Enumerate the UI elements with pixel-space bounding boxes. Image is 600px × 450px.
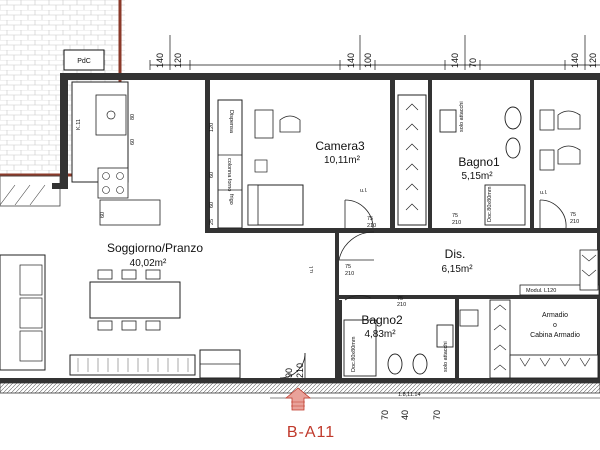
svg-text:210: 210 [452,220,461,226]
corridor-details: Modul. L120 u.l. [309,249,600,296]
doors [279,199,567,379]
shower-icon [343,319,377,377]
top-dim: 100 [363,53,373,68]
desk [254,109,274,139]
svg-text:75: 75 [367,216,373,222]
chair-icon [279,115,301,133]
svg-text:60: 60 [130,139,136,145]
svg-text:210: 210 [397,302,406,308]
closet-label: Armadio [542,312,568,319]
chair-icon [557,145,581,165]
room-name: Soggiorno/Pranzo [107,241,203,255]
top-dim: 140 [155,53,165,68]
svg-text:Doc.80x80mm: Doc.80x80mm [487,186,493,222]
room-name: Bagno1 [458,155,500,169]
top-dim: 120 [588,53,598,68]
closet-label: Cabina Armadio [530,332,580,339]
living-furniture [0,254,241,379]
svg-text:Dispensa: Dispensa [228,110,234,134]
dining-table [89,281,181,319]
entrance-arrow-icon [284,387,312,411]
room-area: 4,83m² [364,329,396,340]
toilet-icon [387,353,403,375]
interior-walls [205,80,599,380]
bedroom-furniture [247,94,427,226]
door-swing [539,199,567,229]
sink-icon [95,94,127,136]
entrance-marker: B-A11 [284,387,335,441]
room-labels: Soggiorno/Pranzo 40,02m² Camera3 10,11m²… [107,139,580,340]
pdc-unit: PdC [63,49,105,71]
bidet-icon [412,353,428,375]
toilet-icon [504,106,522,130]
svg-text:Doc.80x80mm: Doc.80x80mm [351,336,357,372]
pantry-column: Dispensa colonna forno frigo 120 60 60 2… [209,99,243,229]
room-area: 40,02m² [130,258,167,269]
top-dim: 140 [570,53,580,68]
kitchen: K.11 80 60 60 [71,81,161,226]
svg-text:210: 210 [367,223,376,229]
bathroom2-fixtures: Doc.80x80mm solo attacchi [343,309,479,377]
svg-text:colonna forno: colonna forno [226,158,232,191]
top-dim: 120 [173,53,183,68]
shower-icon [484,184,526,226]
svg-text:75: 75 [570,212,576,218]
svg-text:Modul. L120: Modul. L120 [526,288,556,294]
svg-text:210: 210 [570,219,579,225]
svg-text:75: 75 [452,213,458,219]
kitchen-island [99,199,161,226]
top-dimension-line: 140 120 140 100 140 70 140 120 [149,35,600,70]
bottom-dim: 90 [284,368,294,378]
svg-text:75: 75 [397,296,403,302]
room-name: Bagno2 [361,313,403,327]
chair-icon [557,110,581,130]
bottom-dim: 210 [295,363,305,378]
adjacent-room-furniture [539,109,581,171]
svg-text:60: 60 [100,212,106,218]
door-swing [344,199,374,229]
room-area: 6,15m² [441,264,473,275]
svg-text:u.l.: u.l. [360,188,368,194]
door-swing [338,231,375,261]
svg-text:75: 75 [345,264,351,270]
svg-text:80: 80 [130,114,136,120]
bottom-dim: 70 [432,410,442,420]
svg-text:60: 60 [209,202,215,208]
washbasin-icon [439,109,457,133]
top-dim: 140 [346,53,356,68]
svg-text:1.8,11.14: 1.8,11.14 [398,392,421,398]
bottom-dimension-line: 90 210 70 40 70 1.8,11.14 [270,363,600,420]
walk-in-closet [489,299,599,379]
pdc-label: PdC [77,58,91,65]
wardrobe [397,94,427,226]
room-area: 5,15m² [461,171,493,182]
svg-text:210: 210 [345,271,354,277]
top-dim: 70 [468,58,478,68]
svg-text:u.l.: u.l. [309,265,315,273]
room-name: Camera3 [315,139,365,153]
room-name: Dis. [445,247,466,261]
door-dimensions: 75 210 75 210 75 210 75 210 75 210 u.l. … [345,188,579,308]
svg-text:solo attacchi: solo attacchi [459,101,465,132]
svg-text:u.l.: u.l. [540,190,548,196]
svg-text:solo attacchi: solo attacchi [443,341,449,372]
bottom-dim: 40 [400,410,410,420]
bidet-icon [505,137,521,159]
washbasin-icon [436,324,454,348]
svg-text:K.11: K.11 [76,119,82,130]
cooktop-icon [97,167,129,199]
bottom-dim: 70 [380,410,390,420]
svg-text:25: 25 [209,219,215,225]
room-area: 10,11m² [324,155,361,166]
bathroom1-fixtures: Doc.80x80mm solo attacchi [439,101,526,226]
svg-text:120: 120 [209,123,215,132]
unit-code: B-A11 [287,424,335,441]
svg-text:60: 60 [209,172,215,178]
top-dim: 140 [450,53,460,68]
tv-cabinet [69,354,196,376]
closet-label: o [553,322,557,329]
svg-text:frigo: frigo [228,194,234,205]
